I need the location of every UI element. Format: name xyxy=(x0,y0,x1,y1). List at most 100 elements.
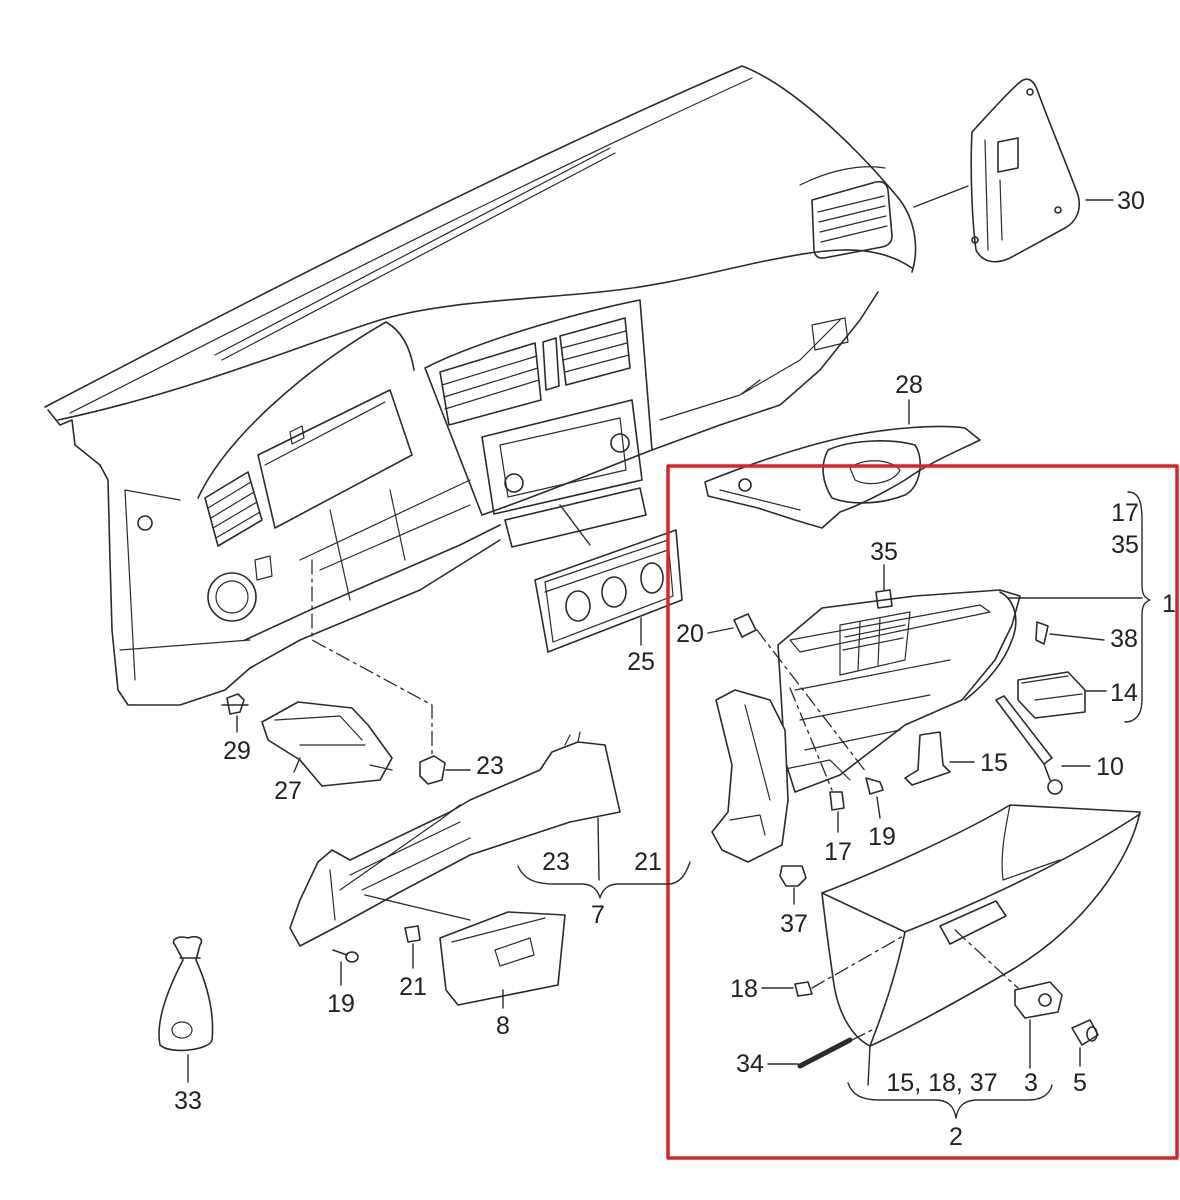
left-end-bracket xyxy=(47,409,101,466)
lock-install-line xyxy=(954,929,1019,989)
dashboard-panel xyxy=(44,65,917,706)
storage-tray-well xyxy=(822,440,921,504)
climate-panel-recess xyxy=(504,487,647,548)
callout-19: 19 xyxy=(868,823,896,851)
end-cap-window xyxy=(997,137,1019,173)
hinge-pin-install-line xyxy=(851,1029,873,1041)
hinge-ring xyxy=(1047,779,1063,795)
leader-lines xyxy=(187,199,1151,1119)
screw-17 xyxy=(829,791,845,811)
callout-25: 25 xyxy=(627,648,655,676)
end-cap-hole xyxy=(1054,206,1062,214)
screw-19-left xyxy=(332,949,348,956)
parts-bag xyxy=(158,936,214,1052)
glovebox-small-details xyxy=(451,917,546,967)
clip-38 xyxy=(1035,621,1049,645)
left-air-vent xyxy=(204,471,263,547)
leader-19 xyxy=(876,796,881,819)
callout-19-left: 19 xyxy=(327,990,355,1018)
left-round-opening-inner xyxy=(215,580,249,614)
screw-18 xyxy=(794,981,813,997)
lower-trim-details xyxy=(329,731,581,921)
hazard-switch xyxy=(542,337,560,391)
callout-15: 15 xyxy=(980,749,1008,777)
callout-21-left: 21 xyxy=(399,973,427,1001)
storage-tray xyxy=(704,425,981,529)
callout-17-group: 17 xyxy=(1111,499,1139,527)
callout-7: 7 xyxy=(591,901,605,929)
brace-1 xyxy=(1124,491,1151,723)
storage-tray-inner xyxy=(719,460,901,511)
glovebox-door-outline xyxy=(821,804,1141,1047)
screw-19 xyxy=(865,777,884,795)
climate-panel-outline xyxy=(534,529,683,653)
radio-knob-left xyxy=(504,473,524,493)
end-cap-edges xyxy=(984,139,1003,251)
callout-17: 17 xyxy=(824,838,852,866)
housing-left-wing xyxy=(711,689,789,863)
knee-airbag-bracket xyxy=(261,701,393,787)
callout-3: 3 xyxy=(1024,1069,1038,1097)
callout-34: 34 xyxy=(736,1050,764,1078)
cluster-recess xyxy=(257,389,413,529)
glovebox-handle xyxy=(939,900,1007,945)
dashboard-front-lip xyxy=(57,249,913,421)
lock-knob-face xyxy=(1086,1026,1098,1042)
leader-7 xyxy=(597,817,600,881)
callout-35: 35 xyxy=(870,538,898,566)
bag-outline xyxy=(158,936,214,1052)
right-lower-structure xyxy=(651,291,879,451)
callout-20: 20 xyxy=(676,620,704,648)
housing-wing-details xyxy=(729,704,771,836)
end-cap-cover xyxy=(970,78,1081,263)
leader-15-18-37 xyxy=(867,1045,871,1086)
cluster-hood xyxy=(197,321,415,499)
climate-panel-inner xyxy=(544,539,674,643)
right-air-vent xyxy=(811,180,893,259)
leader-38 xyxy=(1049,633,1105,641)
defroster-slot xyxy=(214,147,616,361)
left-end-tab xyxy=(254,555,273,581)
callout-10: 10 xyxy=(1096,753,1124,781)
clip-29 xyxy=(221,693,249,715)
housing-frame xyxy=(777,589,1021,793)
glovebox-small-outline xyxy=(439,911,566,1006)
end-cap-hole xyxy=(971,236,979,244)
callout-30: 30 xyxy=(1117,187,1145,215)
housing-ribs xyxy=(779,659,951,781)
clip-21-left xyxy=(404,925,421,943)
screw-17-install-line xyxy=(789,687,833,791)
leader-20 xyxy=(707,627,734,634)
center-stack-frame xyxy=(424,299,653,516)
end-cap-hole xyxy=(1026,88,1034,96)
screw-19-install-line xyxy=(756,629,867,773)
dashboard-top-outline xyxy=(44,65,917,408)
left-end-hole xyxy=(137,515,153,531)
clip-20 xyxy=(733,613,757,638)
callout-29: 29 xyxy=(223,737,251,765)
callout-2: 2 xyxy=(949,1123,963,1151)
callout-18: 18 xyxy=(730,975,758,1003)
leader-27 xyxy=(293,757,301,773)
hinge-pin-34 xyxy=(797,1037,853,1069)
end-cap-outline xyxy=(970,78,1081,263)
callout-23-group: 23 xyxy=(542,848,570,876)
callout-35-group: 35 xyxy=(1111,531,1139,559)
glovebox-small xyxy=(439,911,566,1006)
radio-knob-right xyxy=(610,433,630,453)
screw-18-install-line xyxy=(811,934,906,989)
callout-37: 37 xyxy=(780,910,808,938)
switch-body xyxy=(1017,671,1086,719)
climate-dial-middle xyxy=(601,576,627,608)
brace-2 xyxy=(847,1082,1053,1119)
callout-8: 8 xyxy=(496,1012,510,1040)
center-right-vent xyxy=(559,317,631,386)
climate-dial-left xyxy=(565,590,591,622)
dashboard-top-seam xyxy=(69,77,753,414)
callout-1: 1 xyxy=(1162,590,1176,618)
glovebox-light-switch xyxy=(1017,671,1086,719)
clip-35 xyxy=(875,589,893,609)
left-end-panel xyxy=(99,464,251,706)
bracket-outline xyxy=(261,701,393,787)
